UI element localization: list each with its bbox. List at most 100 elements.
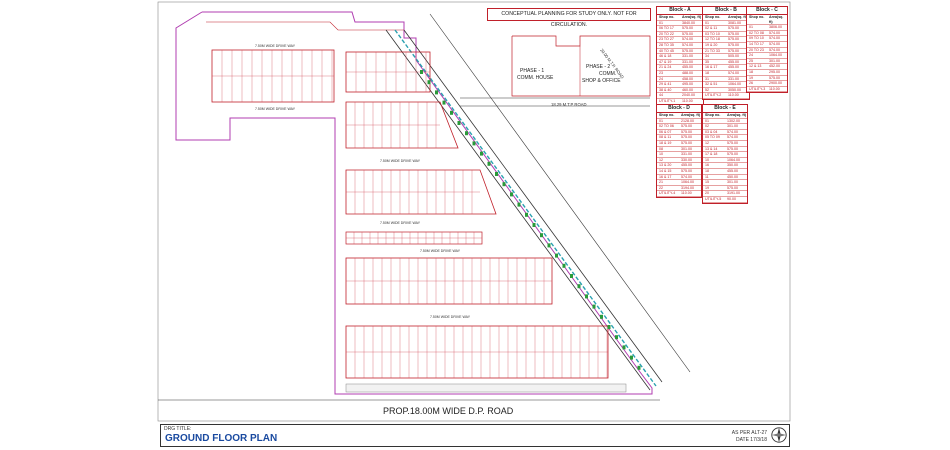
drawing-title: GROUND FLOOR PLAN: [165, 433, 278, 444]
shop-area: 3806.00: [769, 25, 782, 30]
shop-area: 452.00: [769, 64, 780, 69]
driveway-label-3: 7.50M WIDE DRIVE WAY: [380, 159, 421, 163]
road-edge-right: [403, 29, 663, 383]
north-arrow-icon: [771, 427, 787, 443]
shop-number: 24: [749, 53, 753, 58]
tree-mark: [525, 212, 528, 217]
dp-road-label: PROP.18.00M WIDE D.P. ROAD: [383, 406, 514, 416]
shop-number: 01: [705, 118, 709, 123]
tree-mark: [607, 325, 611, 329]
tree-mark: [427, 80, 431, 85]
phase2-line2: COMM.: [599, 71, 616, 77]
tree-mark: [510, 192, 513, 197]
driveway-label-4: 7.50M WIDE DRIVE WAY: [380, 221, 421, 225]
shop-number: 18: [749, 69, 753, 74]
revision-label: AS PER ALT-27: [731, 430, 767, 436]
shop-area: 331.00: [682, 59, 693, 64]
tp-road-label: 18.29 M.T.P ROAD: [551, 102, 587, 107]
tree-mark: [600, 314, 603, 319]
driveway-label-2: 7.50M WIDE DRIVE WAY: [255, 107, 296, 111]
shop-area: 3081.00: [728, 20, 741, 25]
shop-area: 3050.00: [728, 87, 741, 92]
shop-area: 575.00: [727, 152, 738, 157]
shop-area: 575.00: [727, 185, 738, 190]
shop-area: 574.00: [681, 174, 692, 179]
shop-number: Shop no.: [749, 15, 765, 19]
area-table-title: Block - C: [747, 7, 787, 15]
shop-number: 32 & 51: [705, 82, 718, 87]
shop-number: 25: [749, 58, 753, 63]
shop-area: 574.00: [769, 30, 780, 35]
shop-area: Area(sq. ft): [727, 113, 746, 117]
shop-area: 2040.00: [682, 93, 695, 98]
shop-area: 574.00: [727, 135, 738, 140]
shop-area: 90.00: [727, 196, 736, 201]
road-centre: [394, 29, 657, 387]
shop-area: 575.00: [681, 168, 692, 173]
phase1-line2: COMM. HOUSE: [517, 75, 554, 81]
inner-boundary: [206, 21, 404, 31]
tree-mark: [435, 90, 438, 95]
shop-number: 19: [705, 185, 709, 190]
shop-area: 301.00: [769, 58, 780, 63]
parking-strip: [345, 383, 627, 393]
tree-mark: [577, 284, 581, 289]
shop-area: 301.00: [727, 124, 738, 129]
shop-number: 16: [705, 163, 709, 168]
shop-area: 455.00: [728, 59, 739, 64]
shop-number: 05 TO 09: [705, 135, 720, 140]
driveway-label-1: 7.50M WIDE DRIVE WAY: [255, 44, 296, 48]
phase2-line3: SHOP & OFFICE: [582, 78, 621, 84]
shop-number: 03 TO 10: [705, 31, 720, 36]
area-table-header: Shop no.Area(sq. ft): [703, 15, 749, 21]
tree-mark: [622, 345, 626, 350]
shop-number: 18 & 19: [659, 140, 672, 145]
shop-area: 2900.00: [769, 81, 782, 86]
shop-number: 17 & 18: [705, 152, 718, 157]
shop-area: 3840.00: [682, 20, 695, 25]
shop-number: 20 TO 23: [749, 47, 764, 52]
shop-number: 10: [659, 152, 663, 157]
block-b: [345, 101, 459, 149]
shop-number: 23 TO 27: [659, 37, 674, 42]
shop-number: 18: [705, 70, 709, 75]
shop-area: 110.00: [728, 93, 739, 98]
area-table-row: 05 TO 09 574.00: [703, 135, 747, 141]
tree-mark: [585, 294, 588, 299]
shop-number: 20 TO 22: [659, 31, 674, 36]
shop-number: 03 & 04: [705, 129, 718, 134]
shop-area: 2128.00: [681, 118, 694, 123]
shop-area: 575.00: [727, 140, 738, 145]
shop-number: 12 TO 18: [705, 37, 720, 42]
shop-area: 110.00: [682, 98, 693, 103]
shop-number: UTILITY-3: [749, 86, 766, 91]
tree-mark: [532, 223, 536, 227]
shop-area: 110.00: [681, 191, 692, 196]
shop-number: 31: [705, 76, 709, 81]
shop-number: 46 & 18: [659, 54, 672, 59]
shop-number: 02 TO 08: [749, 30, 764, 35]
